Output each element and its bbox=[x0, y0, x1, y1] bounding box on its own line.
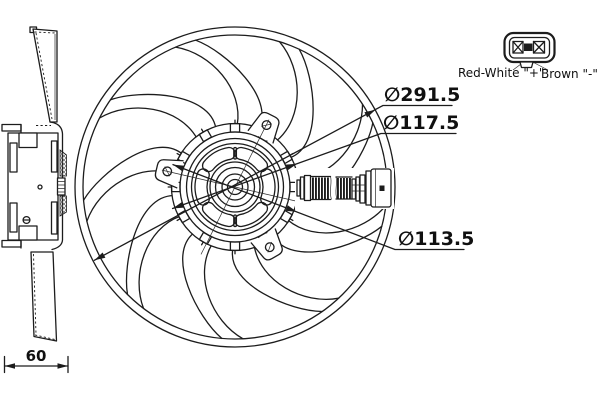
leader-positive bbox=[512, 63, 522, 71]
side-mount-tab-top bbox=[1, 123, 22, 132]
side-mount-tab-bottom bbox=[1, 239, 22, 248]
depth-dimension: 60 bbox=[3, 347, 69, 374]
dimension-hub-ring-diameter: ∅117.5 bbox=[171, 112, 459, 210]
hub-kidney-slots bbox=[194, 146, 276, 228]
negative-terminal-label: Brown "-" bbox=[541, 67, 598, 81]
tube-break-line bbox=[335, 176, 338, 200]
leader-negative bbox=[534, 62, 549, 71]
corrugated-tube-ribs bbox=[312, 177, 351, 199]
rubber-mount-upper bbox=[59, 149, 67, 177]
depth-dimension-text: 60 bbox=[26, 347, 47, 365]
connector-pin-negative bbox=[532, 40, 546, 54]
connector-detail: Red-White "+" Brown "-" bbox=[458, 31, 598, 81]
positive-terminal-label: Red-White "+" bbox=[458, 66, 544, 80]
connector-inner-shell bbox=[508, 36, 551, 59]
hub-centerline bbox=[161, 169, 309, 205]
tube-break-line bbox=[330, 176, 332, 200]
dimension-fan-outer-diameter: ∅291.5 bbox=[93, 84, 460, 261]
hub-inner-diameter-text: ∅113.5 bbox=[398, 228, 474, 250]
cable-conduit bbox=[295, 168, 394, 209]
connector-latch-tab bbox=[519, 61, 534, 69]
connector-key bbox=[524, 43, 533, 51]
ribbed-bushing bbox=[56, 177, 66, 196]
hub-ring-diameter-text: ∅117.5 bbox=[383, 112, 459, 134]
fan-rim-outer bbox=[74, 26, 396, 348]
dimension-hub-inner-diameter: ∅113.5 bbox=[172, 163, 474, 251]
fan-front-view: ∅291.5 ∅117.5 ∅113.5 bbox=[74, 26, 474, 348]
side-lower-blade bbox=[30, 251, 58, 342]
shaft-center-hole bbox=[37, 184, 43, 190]
connector-pin-positive bbox=[512, 40, 524, 54]
rubber-mount-lower bbox=[59, 195, 67, 217]
plug-flange bbox=[365, 170, 372, 206]
hub-mounting-tab bbox=[250, 228, 283, 261]
side-view bbox=[1, 26, 67, 342]
fan-diameter-text: ∅291.5 bbox=[384, 84, 460, 106]
side-upper-blade bbox=[32, 28, 58, 123]
